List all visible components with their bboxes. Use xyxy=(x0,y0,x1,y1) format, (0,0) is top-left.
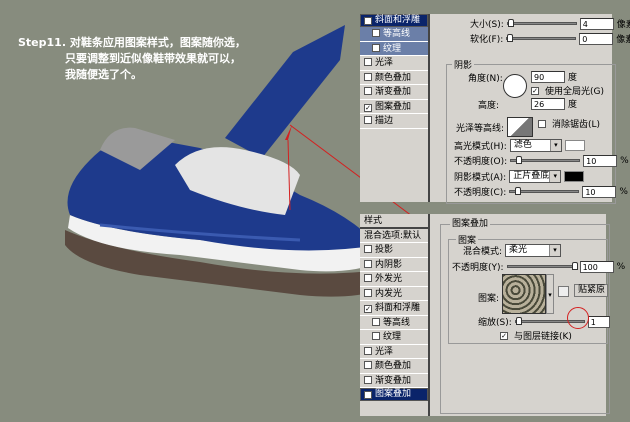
opacity-input[interactable]: 100 xyxy=(579,260,614,273)
style-item-color-overlay[interactable]: 颜色叠加 xyxy=(360,359,428,374)
style-item-gradient-overlay[interactable]: 渐变叠加 xyxy=(360,85,428,100)
shoe-collar xyxy=(100,127,175,170)
style-item-bevel[interactable]: ✓斜面和浮雕 xyxy=(360,301,428,316)
style-item-pattern-overlay[interactable]: ✓图案叠加 xyxy=(360,100,428,114)
soften-label: 软化(F): xyxy=(470,35,504,45)
shoe-strap-piece xyxy=(225,25,345,158)
size-label: 大小(S): xyxy=(470,20,504,30)
unit-label: % xyxy=(620,155,629,166)
size-input[interactable]: 4 xyxy=(579,17,614,30)
angle-dial[interactable] xyxy=(503,74,527,98)
opacity-label: 不透明度(Y): xyxy=(452,263,504,273)
shoe-tongue xyxy=(175,147,300,215)
style-item-drop-shadow[interactable]: 投影 xyxy=(360,243,428,258)
subgroup-title: 图案 xyxy=(456,233,479,246)
styles-list: 样式 混合选项:默认 投影 内阴影 外发光 内发光 ✓斜面和浮雕 等高线 纹理 … xyxy=(360,214,430,416)
unit-label: % xyxy=(619,186,628,197)
highlight-mode-select[interactable]: 滤色▾ xyxy=(509,139,562,152)
snap-to-origin-button[interactable]: 贴紧原 xyxy=(574,284,608,297)
step-instructions: Step11. 对鞋条应用图案样式，图案随你选， 只要调整到近似像鞋带效果就可以… xyxy=(18,35,246,83)
opacity-label: 不透明度(C): xyxy=(454,188,507,198)
group-title: 图案叠加 xyxy=(450,216,491,229)
opacity-slider[interactable] xyxy=(506,262,578,270)
link-with-layer-checkbox[interactable]: 与图层链接(K) xyxy=(514,332,572,342)
pattern-overlay-dialog: 样式 混合选项:默认 投影 内阴影 外发光 内发光 ✓斜面和浮雕 等高线 纹理 … xyxy=(360,214,625,416)
style-item-inner-glow[interactable]: 内发光 xyxy=(360,287,428,301)
styles-list: ✓斜面和浮雕 等高线 纹理 光泽 颜色叠加 渐变叠加 ✓图案叠加 描边 xyxy=(360,14,430,202)
opacity-label: 不透明度(O): xyxy=(454,157,508,167)
annotation-circle xyxy=(567,307,589,329)
pattern-swatch[interactable] xyxy=(502,274,546,314)
style-item-color-overlay[interactable]: 颜色叠加 xyxy=(360,71,428,85)
shadow-opacity-slider[interactable] xyxy=(509,187,580,195)
highlight-opacity-slider[interactable] xyxy=(510,156,581,164)
antialias-checkbox[interactable]: 消除锯齿(L) xyxy=(552,120,601,130)
shoe-midsole xyxy=(68,215,380,272)
shadow-mode-label: 阴影模式(A): xyxy=(454,173,507,183)
style-item-pattern-overlay[interactable]: ✓图案叠加 xyxy=(360,388,428,401)
unit-label: 度 xyxy=(568,73,578,83)
style-item-texture[interactable]: 纹理 xyxy=(360,41,428,56)
unit-label: % xyxy=(616,261,626,272)
style-item-contour[interactable]: 等高线 xyxy=(360,316,428,330)
shadow-color-swatch[interactable] xyxy=(564,171,585,182)
gloss-contour-label: 光泽等高线: xyxy=(456,123,505,134)
unit-label: 度 xyxy=(568,100,578,110)
blend-mode-select[interactable]: 柔光▾ xyxy=(505,244,562,257)
bevel-emboss-dialog: ✓斜面和浮雕 等高线 纹理 光泽 颜色叠加 渐变叠加 ✓图案叠加 描边 大小(S… xyxy=(360,14,630,204)
angle-input[interactable]: 90 xyxy=(531,70,565,83)
style-item-bevel[interactable]: ✓斜面和浮雕 xyxy=(360,14,428,27)
highlight-color-swatch[interactable] xyxy=(564,140,585,151)
shoe-sole xyxy=(65,230,380,297)
soften-input[interactable]: 0 xyxy=(579,32,614,45)
unit-label: 像素 xyxy=(616,20,630,30)
pattern-label: 图案: xyxy=(478,294,500,304)
unit-label: 像素 xyxy=(616,35,630,45)
step-line: 我随便选了个。 xyxy=(65,68,142,81)
angle-label: 角度(N): xyxy=(468,74,503,84)
step-line: 只要调整到近似像鞋带效果就可以， xyxy=(65,52,241,65)
altitude-input[interactable]: 26 xyxy=(531,97,565,110)
style-item-contour[interactable]: 等高线 xyxy=(360,27,428,42)
size-slider[interactable] xyxy=(506,19,577,27)
scale-label: 缩放(S): xyxy=(478,318,512,328)
pattern-dropdown[interactable]: ▾ xyxy=(546,274,554,314)
style-item-stroke[interactable]: 描边 xyxy=(360,114,428,129)
highlight-opacity-input[interactable]: 10 xyxy=(583,154,618,167)
step-line: 对鞋条应用图案样式，图案随你选， xyxy=(69,36,246,49)
shading-group xyxy=(446,64,616,204)
style-item-inner-shadow[interactable]: 内阴影 xyxy=(360,258,428,272)
shading-title: 阴影 xyxy=(452,58,475,71)
global-light-checkbox[interactable]: 使用全局光(G) xyxy=(545,87,604,97)
blend-mode-label: 混合模式: xyxy=(463,247,503,257)
style-item-satin[interactable]: 光泽 xyxy=(360,345,428,359)
step-title: Step11. xyxy=(18,36,67,49)
style-item-texture[interactable]: 纹理 xyxy=(360,330,428,345)
style-item-satin[interactable]: 光泽 xyxy=(360,56,428,71)
new-preset-icon[interactable] xyxy=(558,286,569,297)
altitude-label: 高度: xyxy=(478,101,500,111)
gloss-contour-picker[interactable] xyxy=(507,117,534,137)
style-item-outer-glow[interactable]: 外发光 xyxy=(360,272,428,287)
shadow-mode-select[interactable]: 正片叠底▾ xyxy=(509,170,562,183)
shadow-opacity-input[interactable]: 10 xyxy=(582,185,617,198)
style-item-gradient-overlay[interactable]: 渐变叠加 xyxy=(360,374,428,388)
soften-slider[interactable] xyxy=(506,34,577,42)
styles-header[interactable]: 样式 xyxy=(360,214,428,229)
highlight-mode-label: 高光模式(H): xyxy=(454,142,507,152)
scale-input[interactable]: 1 xyxy=(587,315,610,328)
blending-options[interactable]: 混合选项:默认 xyxy=(360,229,428,243)
